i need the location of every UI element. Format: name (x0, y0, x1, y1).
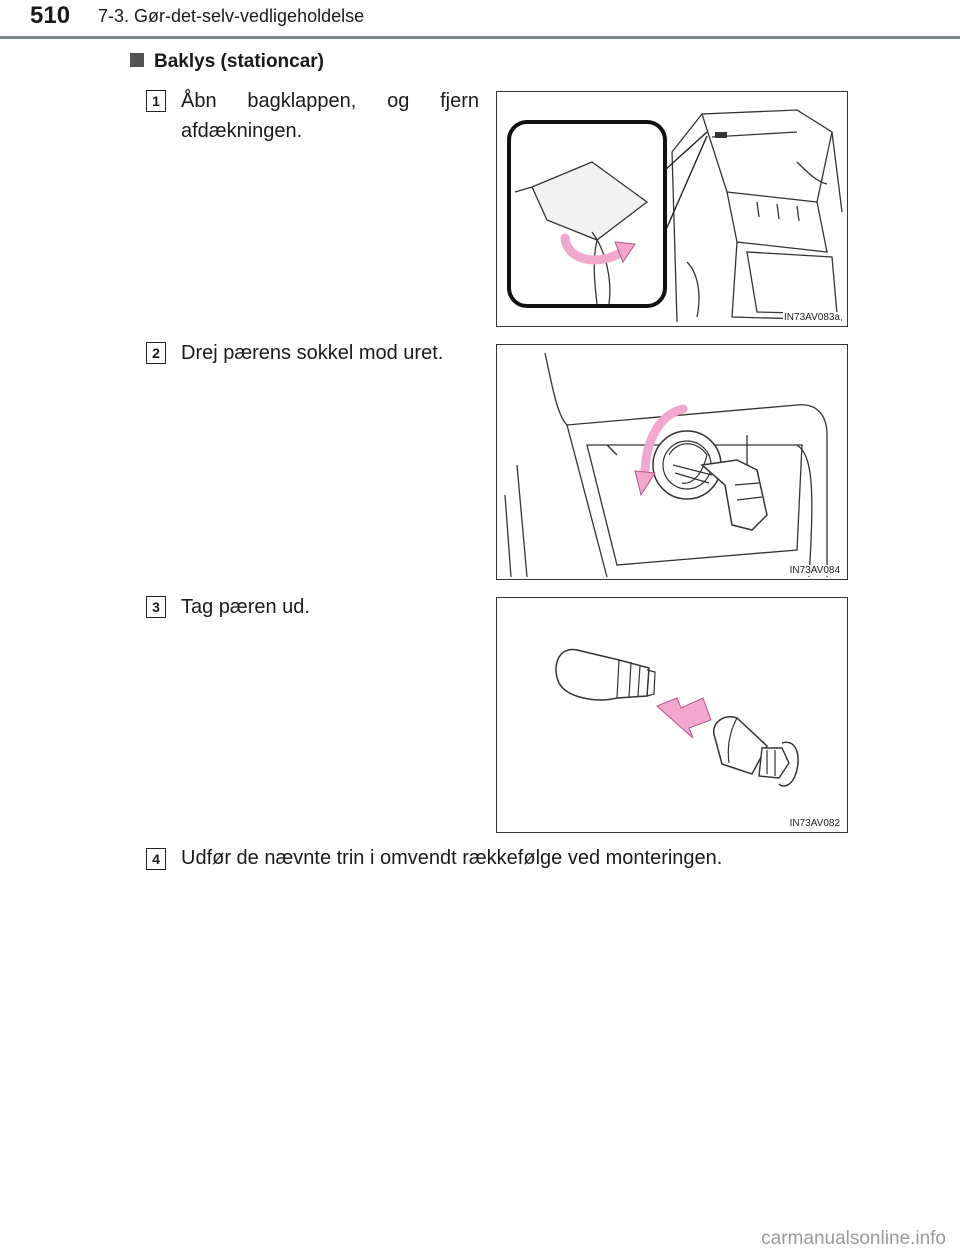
figure-step-1: IN73AV083a (496, 91, 848, 327)
bulb-socket-illustration (504, 352, 828, 578)
figure-code-3: IN73AV082 (788, 818, 841, 829)
figure-step-2: IN73AV084 (496, 344, 848, 580)
figure-code-1: IN73AV083a (783, 312, 841, 323)
section-title: Baklys (stationcar) (154, 51, 325, 72)
header-rule (0, 36, 960, 39)
step-number-4: 4 (146, 848, 166, 870)
step-text-4: Udfør de nævnte trin i omvendt rækkefølg… (181, 847, 723, 869)
tailgate-illustration (507, 109, 843, 323)
bullet-square-icon (130, 53, 144, 67)
page-number: 510 (30, 2, 71, 29)
chapter-title: 7-3. Gør-det-selv-vedligeholdelse (98, 6, 365, 26)
step-text-3: Tag pæren ud. (181, 596, 310, 618)
step-number-3: 3 (146, 596, 166, 618)
step-text-2: Drej pærens sokkel mod uret. (181, 342, 444, 364)
bulb-removal-illustration (555, 648, 799, 787)
section-heading: Baklys (stationcar) (130, 51, 324, 73)
step-number-1: 1 (146, 90, 166, 112)
watermark: carmanualsonline.info (761, 1228, 946, 1249)
step-text-1: Åbn bagklappen, og fjern afdækningen. (181, 90, 479, 142)
figure-step-3: IN73AV082 (496, 597, 848, 833)
figure-code-2: IN73AV084 (788, 565, 841, 576)
step-number-2: 2 (146, 342, 166, 364)
